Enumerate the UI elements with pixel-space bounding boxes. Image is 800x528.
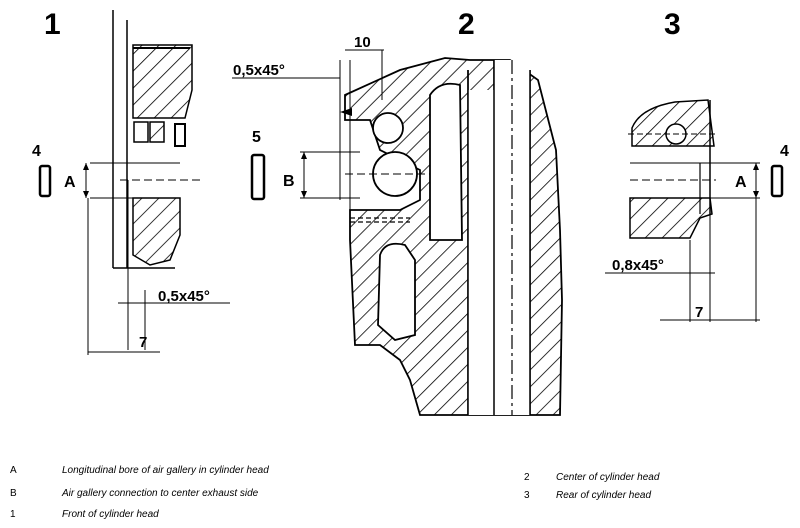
legend-text: Center of cylinder head [556,472,660,483]
rear-depth-label: 7 [695,304,703,321]
front-marker-symbol [38,164,52,198]
rear-marker-symbol [770,164,784,198]
legend-item: 1 Front of cylinder head [10,509,370,523]
center-gallery [429,82,463,241]
legend-item: A Longitudinal bore of air gallery in cy… [10,465,370,479]
front-depth-label: 7 [139,334,147,351]
legend-key: 1 [10,509,16,520]
legend-key: 2 [524,472,530,483]
rear-marker-label: 4 [780,143,789,160]
legend-key: A [10,465,17,476]
legend-item: 3 Rear of cylinder head [524,490,794,504]
center-chamfer-label: 0,5x45° [233,62,285,79]
center-callout-label: 10 [354,34,371,51]
rear-view: 3 A 4 0,8x45° 7 [605,8,789,322]
legend-text: Air gallery connection to center exhaust… [62,488,259,499]
front-view: 1 A 4 0,5x45° 7 [32,8,230,355]
front-lower-section [132,197,181,266]
front-bore-label: A [64,174,76,191]
rear-view-number: 3 [664,8,681,41]
front-upper-section [132,44,193,119]
legend-item: B Air gallery connection to center exhau… [10,488,370,502]
legend-text: Longitudinal bore of air gallery in cyli… [62,465,269,476]
front-view-number: 1 [44,8,61,41]
front-chamfer-label: 0,5x45° [158,288,210,305]
rear-bore-label: A [735,174,747,191]
center-marker-symbol [250,153,266,201]
legend-text: Rear of cylinder head [556,490,652,501]
legend-item: 2 Center of cylinder head [524,472,794,486]
center-upper-hole [372,112,404,144]
center-view: 2 B 5 0,5x45° [232,8,563,416]
legend-text: Front of cylinder head [62,509,159,520]
technical-drawing: 1 A 4 0,5x45° 7 2 [32,8,789,416]
center-marker-label: 5 [252,129,261,146]
legend-key: B [10,488,17,499]
front-marker-label: 4 [32,143,41,160]
center-view-number: 2 [458,8,475,41]
legend-key: 3 [524,490,530,501]
center-connection-label: B [283,173,295,190]
rear-chamfer-label: 0,8x45° [612,257,664,274]
